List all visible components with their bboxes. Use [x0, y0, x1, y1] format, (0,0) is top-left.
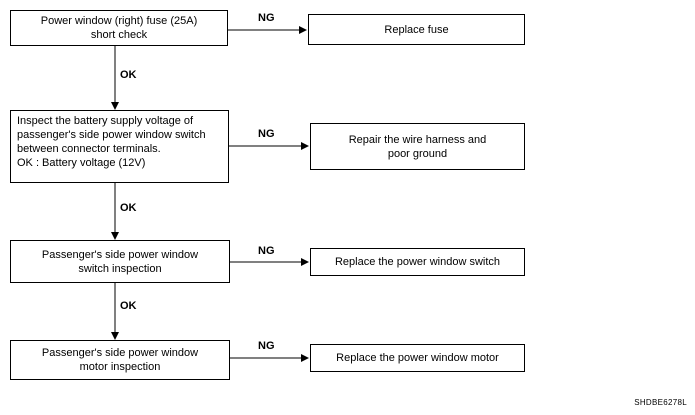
step-box-motor-inspection: Passenger's side power window motor insp… — [10, 340, 230, 380]
figure-reference-code: SHDBE6278L — [634, 398, 687, 407]
result-box-replace-motor: Replace the power window motor — [310, 344, 525, 372]
ok-label-1: OK — [120, 69, 137, 81]
result-text: Replace the power window switch — [334, 256, 501, 268]
step-text: motor inspection — [79, 361, 161, 373]
result-box-repair-harness: Repair the wire harness and poor ground — [310, 123, 525, 170]
result-box-replace-fuse: Replace fuse — [308, 14, 525, 45]
result-text: Repair the wire harness and — [348, 133, 487, 146]
ng-label-4: NG — [258, 340, 275, 352]
step-text: Inspect the battery supply voltage of — [17, 115, 194, 127]
step-text: OK : Battery voltage (12V) — [17, 157, 146, 169]
step-text: short check — [90, 29, 148, 41]
ng-label-2: NG — [258, 128, 275, 140]
result-text: Replace fuse — [384, 23, 449, 36]
ng-label-3: NG — [258, 245, 275, 257]
step-box-switch-inspection: Passenger's side power window switch ins… — [10, 240, 230, 283]
result-text: poor ground — [387, 147, 448, 160]
step-text: Passenger's side power window — [41, 347, 199, 359]
ng-label-1: NG — [258, 12, 275, 24]
step-text: passenger's side power window switch — [17, 129, 206, 141]
step-text: switch inspection — [78, 262, 162, 275]
step-box-fuse-check: Power window (right) fuse (25A) short ch… — [10, 10, 228, 46]
step-text: Power window (right) fuse (25A) — [40, 15, 198, 27]
result-text: Replace the power window motor — [336, 352, 499, 364]
result-box-replace-switch: Replace the power window switch — [310, 248, 525, 276]
ok-label-3: OK — [120, 300, 137, 312]
step-text: Passenger's side power window — [41, 248, 199, 261]
step-text: between connector terminals. — [17, 143, 161, 155]
ok-label-2: OK — [120, 202, 137, 214]
step-box-battery-voltage: Inspect the battery supply voltage of pa… — [10, 110, 229, 183]
